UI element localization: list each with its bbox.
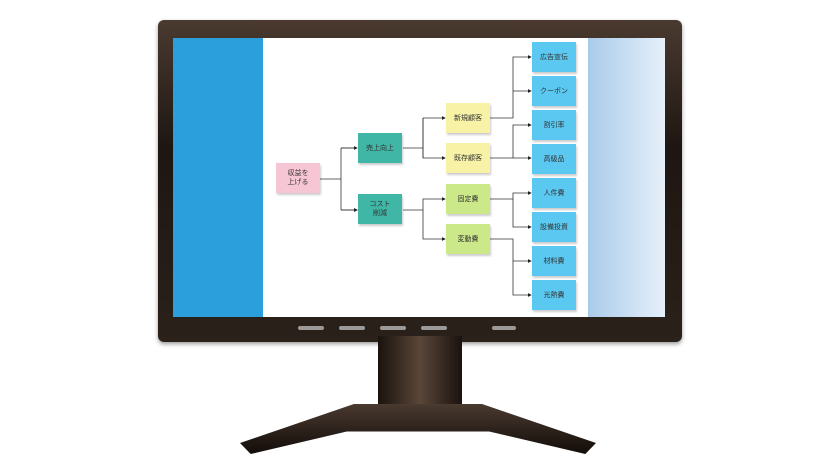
monitor-screen: 収益を 上げる 売上向上コスト 削減 新規顧客既存顧客固定費変動費 広告宣伝クーポン割… <box>173 38 665 317</box>
level3-note: 材料費 <box>532 246 576 276</box>
level3-note: 高級品 <box>532 144 576 174</box>
level3-note: 広告宣伝 <box>532 42 576 72</box>
level3-note: 設備投資 <box>532 212 576 242</box>
level2-note: 既存顧客 <box>446 143 490 173</box>
connector-lines <box>320 55 532 297</box>
level3-note: 人件費 <box>532 178 576 208</box>
power-button[interactable] <box>492 326 516 330</box>
level2-note: 新規顧客 <box>446 103 490 133</box>
level2-note: 変動費 <box>446 224 490 254</box>
monitor-button[interactable] <box>380 326 406 330</box>
monitor-stand-base <box>240 404 596 454</box>
level3-note: 割引率 <box>532 110 576 140</box>
level3-note: 光熱費 <box>532 280 576 310</box>
root-note: 収益を 上げる <box>276 163 320 193</box>
monitor-neck <box>378 336 462 412</box>
level1-note: 売上向上 <box>358 133 402 163</box>
monitor-button[interactable] <box>298 326 324 330</box>
monitor-button[interactable] <box>339 326 365 330</box>
level2-note: 固定費 <box>446 184 490 214</box>
right-gradient-panel <box>588 38 665 317</box>
monitor-button[interactable] <box>421 326 447 330</box>
level3-note: クーポン <box>532 76 576 106</box>
left-blue-panel <box>173 38 263 317</box>
level1-note: コスト 削減 <box>358 194 402 224</box>
